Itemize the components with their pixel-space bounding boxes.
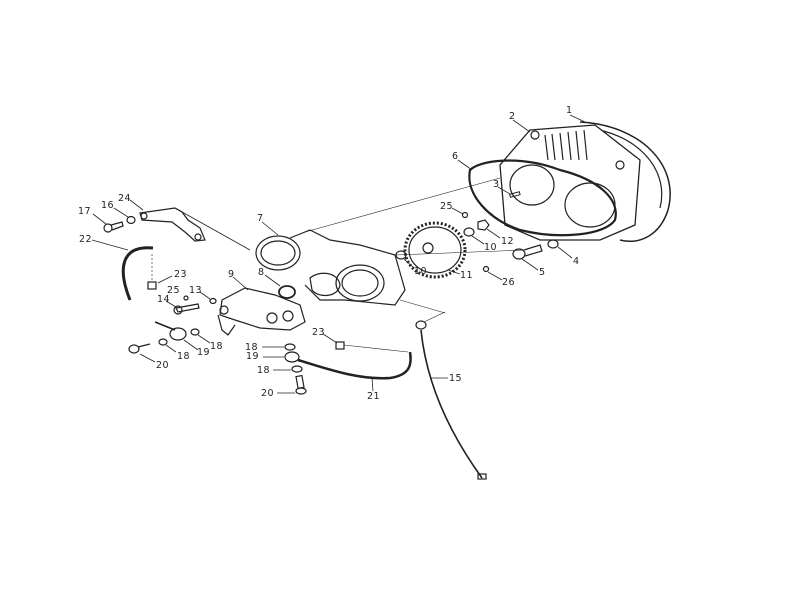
part-26-pin bbox=[482, 265, 503, 281]
callout-15: 15 bbox=[449, 373, 463, 384]
callout-11: 11 bbox=[460, 270, 474, 281]
callout-6: 6 bbox=[452, 151, 459, 162]
callout-12: 12 bbox=[501, 236, 515, 247]
callout-2: 2 bbox=[509, 111, 516, 122]
callout-10b: 10 bbox=[414, 266, 428, 277]
part-2-cover-plate bbox=[499, 119, 641, 241]
callout-18d: 18 bbox=[257, 365, 271, 376]
callout-26: 26 bbox=[502, 277, 516, 288]
callout-16: 16 bbox=[101, 200, 115, 211]
part-5-bolt bbox=[512, 244, 543, 271]
part-16-nut bbox=[113, 207, 136, 225]
callout-5: 5 bbox=[539, 267, 546, 278]
part-6-gasket bbox=[457, 159, 617, 237]
part-4-nut bbox=[547, 239, 573, 259]
part-9-oil-pump bbox=[217, 276, 306, 336]
part-13-washer bbox=[199, 291, 217, 305]
part-23-clamp bbox=[147, 254, 173, 290]
callout-23a: 23 bbox=[174, 269, 188, 280]
callout-1: 1 bbox=[566, 105, 573, 116]
callout-7: 7 bbox=[257, 213, 264, 224]
part-20-banjo-bolt-b bbox=[277, 374, 307, 395]
part-25-pin bbox=[451, 207, 469, 219]
callout-25b: 25 bbox=[167, 285, 181, 296]
callout-22: 22 bbox=[79, 234, 93, 245]
callout-13: 13 bbox=[189, 285, 203, 296]
part-19-banjo bbox=[154, 321, 199, 351]
part-18-washers-b bbox=[262, 343, 303, 373]
callout-10a: 10 bbox=[484, 242, 498, 253]
part-21-oil-line bbox=[297, 351, 412, 392]
callout-18a: 18 bbox=[210, 341, 224, 352]
part-15-cable bbox=[415, 311, 487, 480]
part-3-dowel-pin bbox=[497, 186, 521, 198]
part-7-manifold bbox=[255, 221, 406, 306]
callout-19b: 19 bbox=[246, 351, 260, 362]
part-24-bracket bbox=[129, 199, 251, 251]
part-25-pin-b bbox=[183, 295, 189, 301]
callout-3: 3 bbox=[493, 179, 500, 190]
callout-14: 14 bbox=[157, 294, 171, 305]
part-14-screw bbox=[165, 300, 200, 315]
callout-9: 9 bbox=[228, 269, 235, 280]
callout-23b: 23 bbox=[312, 327, 326, 338]
part-19-banjo-b bbox=[263, 351, 300, 363]
callout-4: 4 bbox=[573, 256, 580, 267]
callout-21: 21 bbox=[367, 391, 381, 402]
leader-lines bbox=[304, 177, 526, 314]
callout-8: 8 bbox=[258, 267, 265, 278]
callout-18b: 18 bbox=[177, 351, 191, 362]
callout-19a: 19 bbox=[197, 347, 211, 358]
callout-20b: 20 bbox=[261, 388, 275, 399]
part-12-nut bbox=[477, 219, 501, 239]
part-23-clamp-b bbox=[322, 333, 409, 353]
callout-18c: 18 bbox=[245, 342, 259, 353]
part-18-washers bbox=[158, 328, 211, 353]
callout-24: 24 bbox=[118, 193, 132, 204]
part-20-banjo-bolt bbox=[128, 343, 156, 363]
callout-25a: 25 bbox=[440, 201, 454, 212]
part-11-gear bbox=[403, 221, 467, 279]
part-17-bolt bbox=[92, 213, 124, 233]
part-22-oil-hose bbox=[91, 239, 154, 301]
callout-20a: 20 bbox=[156, 360, 170, 371]
part-8-o-ring bbox=[264, 274, 296, 299]
callout-17: 17 bbox=[78, 206, 92, 217]
